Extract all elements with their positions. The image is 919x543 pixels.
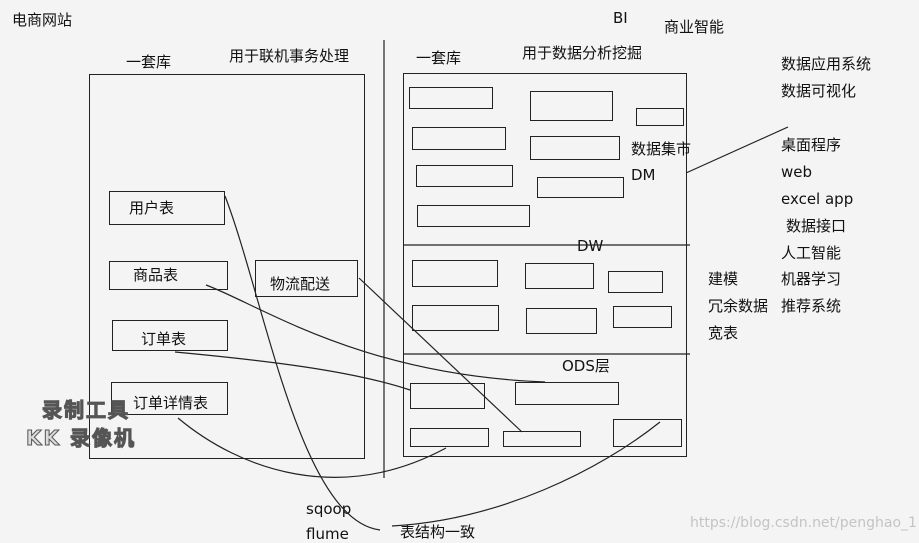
order-details-flow-line — [177, 417, 447, 478]
page-title: 电商网站 — [12, 11, 73, 29]
ods-label: ODS层 — [562, 357, 610, 375]
dm-box — [416, 165, 513, 187]
users-flow-line — [224, 195, 381, 531]
app-item: web — [781, 163, 813, 181]
dw-box — [525, 263, 594, 289]
olap-database-frame — [403, 73, 687, 457]
olap-db-label: 一套库 — [416, 49, 462, 67]
order-details-table-label: 订单详情表 — [133, 394, 209, 412]
app-item: 数据接口 — [786, 217, 847, 235]
dw-note: 冗余数据 — [708, 297, 769, 315]
oltp-db-label: 一套库 — [126, 53, 172, 71]
dm-to-apps-line — [685, 126, 789, 174]
dw-box — [613, 306, 672, 328]
dm-abbr: DM — [631, 166, 656, 184]
bi-abbr: BI — [613, 9, 628, 27]
dm-box — [636, 108, 684, 126]
oltp-purpose: 用于联机事务处理 — [229, 47, 350, 65]
dm-title: 数据集市 — [631, 140, 692, 158]
bottom-note: 表结构一致 — [400, 523, 476, 541]
dm-box — [530, 91, 613, 121]
tools-flow-line — [391, 421, 661, 527]
dm-box — [412, 127, 506, 150]
watermark-line1: 录制工具 — [42, 398, 130, 423]
dm-box — [537, 177, 624, 198]
app-item: 机器学习 — [781, 270, 842, 288]
watermark-line2: KK 录像机 — [26, 426, 136, 451]
bi-name: 商业智能 — [664, 18, 725, 36]
credit-text: https://blog.csdn.net/penghao_1 — [690, 515, 917, 531]
dw-box — [412, 260, 498, 287]
dw-label: DW — [577, 237, 604, 255]
logistics-box — [255, 260, 358, 297]
ods-box — [613, 419, 682, 447]
oltp-database-frame — [89, 74, 365, 459]
ods-box — [503, 431, 581, 447]
ods-box — [515, 382, 619, 405]
olap-purpose: 用于数据分析挖掘 — [522, 44, 643, 62]
dw-note: 宽表 — [708, 324, 739, 342]
dm-box — [409, 87, 493, 109]
dw-box — [526, 308, 597, 334]
dm-box — [530, 136, 620, 160]
app-item: 人工智能 — [781, 244, 842, 262]
logistics-label: 物流配送 — [270, 275, 331, 293]
orders-table-box — [112, 320, 228, 351]
tool-flume: flume — [306, 525, 349, 543]
goods-flow-line — [205, 284, 546, 383]
users-table-box — [109, 191, 225, 225]
orders-flow-line — [174, 351, 411, 391]
dw-box — [412, 305, 499, 331]
app-item: 数据可视化 — [781, 82, 857, 100]
logistics-flow-line — [358, 277, 523, 433]
ods-box — [410, 428, 489, 447]
dw-note: 建模 — [708, 270, 739, 288]
orders-table-label: 订单表 — [141, 330, 187, 348]
dm-box — [417, 205, 530, 227]
app-item: excel app — [781, 190, 854, 208]
goods-table-box — [109, 261, 228, 290]
dw-box — [608, 271, 663, 293]
goods-table-label: 商品表 — [133, 266, 179, 284]
users-table-label: 用户表 — [129, 199, 175, 217]
order-details-table-box — [111, 382, 228, 415]
app-item: 推荐系统 — [781, 297, 842, 315]
app-item: 桌面程序 — [781, 136, 842, 154]
app-item: 数据应用系统 — [781, 55, 872, 73]
